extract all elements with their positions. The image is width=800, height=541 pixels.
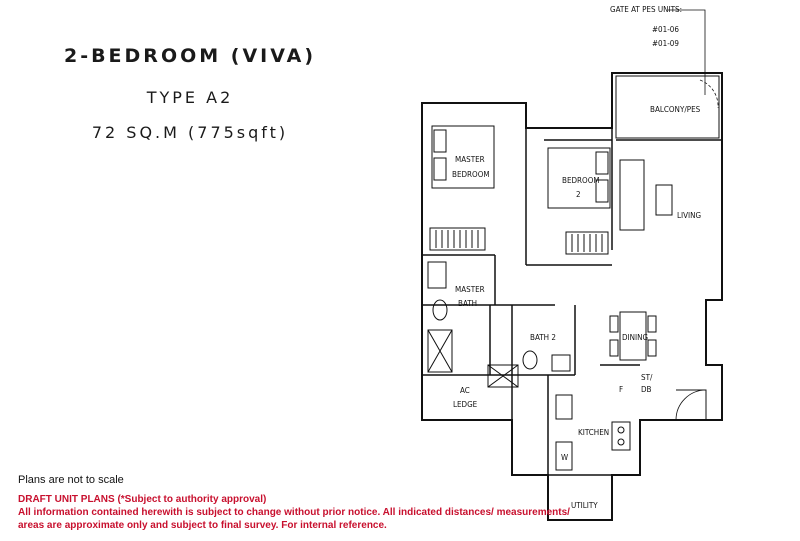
interior-walls: [422, 73, 722, 476]
label-st-db-1: ST/: [641, 373, 653, 382]
label-master-bedroom-2: BEDROOM: [452, 170, 490, 179]
label-ac-ledge-2: LEDGE: [453, 400, 478, 409]
balcony-room: [615, 75, 720, 139]
label-st-db-2: DB: [641, 385, 652, 394]
label-dining: DINING: [622, 333, 648, 342]
bedroom2-bed: [547, 147, 611, 209]
balcony-door-swing: [699, 79, 719, 109]
label-bath2: BATH 2: [530, 333, 556, 342]
label-bedroom2-1: BEDROOM: [562, 176, 600, 185]
label-washer: W: [561, 453, 568, 462]
wardrobe-bedroom2: [565, 231, 609, 255]
label-balcony: BALCONY/PES: [650, 105, 701, 114]
draft-note: DRAFT UNIT PLANS (*Subject to authority …: [18, 494, 267, 505]
label-fridge: F: [619, 385, 623, 394]
label-ac-ledge-1: AC: [460, 386, 470, 395]
disclaimer-line-2: areas are approximate only and subject t…: [18, 520, 387, 531]
disclaimer-line-1: All information contained herewith is su…: [18, 507, 570, 518]
gate-note-3: #01-09: [652, 39, 679, 48]
bath-fixtures: [427, 261, 571, 388]
unit-area: 72 SQ.M (775sqft): [91, 123, 289, 142]
dining-set: [609, 311, 657, 361]
sofa: [619, 159, 673, 231]
gate-note-1: GATE AT PES UNITS:: [610, 5, 682, 14]
kitchen-fixtures: [555, 394, 631, 471]
unit-name: 2-BEDROOM (VIVA): [63, 45, 317, 67]
unit-type: TYPE A2: [146, 88, 234, 107]
master-bed: [431, 125, 495, 189]
entrance-door-swing: [675, 389, 707, 421]
label-master-bath-1: MASTER: [455, 285, 485, 294]
label-utility: UTILITY: [571, 501, 598, 510]
wardrobe-master: [429, 227, 486, 251]
label-living: LIVING: [677, 211, 701, 220]
label-bedroom2-2: 2: [576, 190, 581, 199]
label-kitchen: KITCHEN: [578, 428, 609, 437]
label-master-bedroom-1: MASTER: [455, 155, 485, 164]
scale-note: Plans are not to scale: [18, 474, 124, 486]
gate-note-leader: [668, 9, 706, 95]
label-master-bath-2: BATH: [458, 299, 477, 308]
gate-note-2: #01-06: [652, 25, 679, 34]
